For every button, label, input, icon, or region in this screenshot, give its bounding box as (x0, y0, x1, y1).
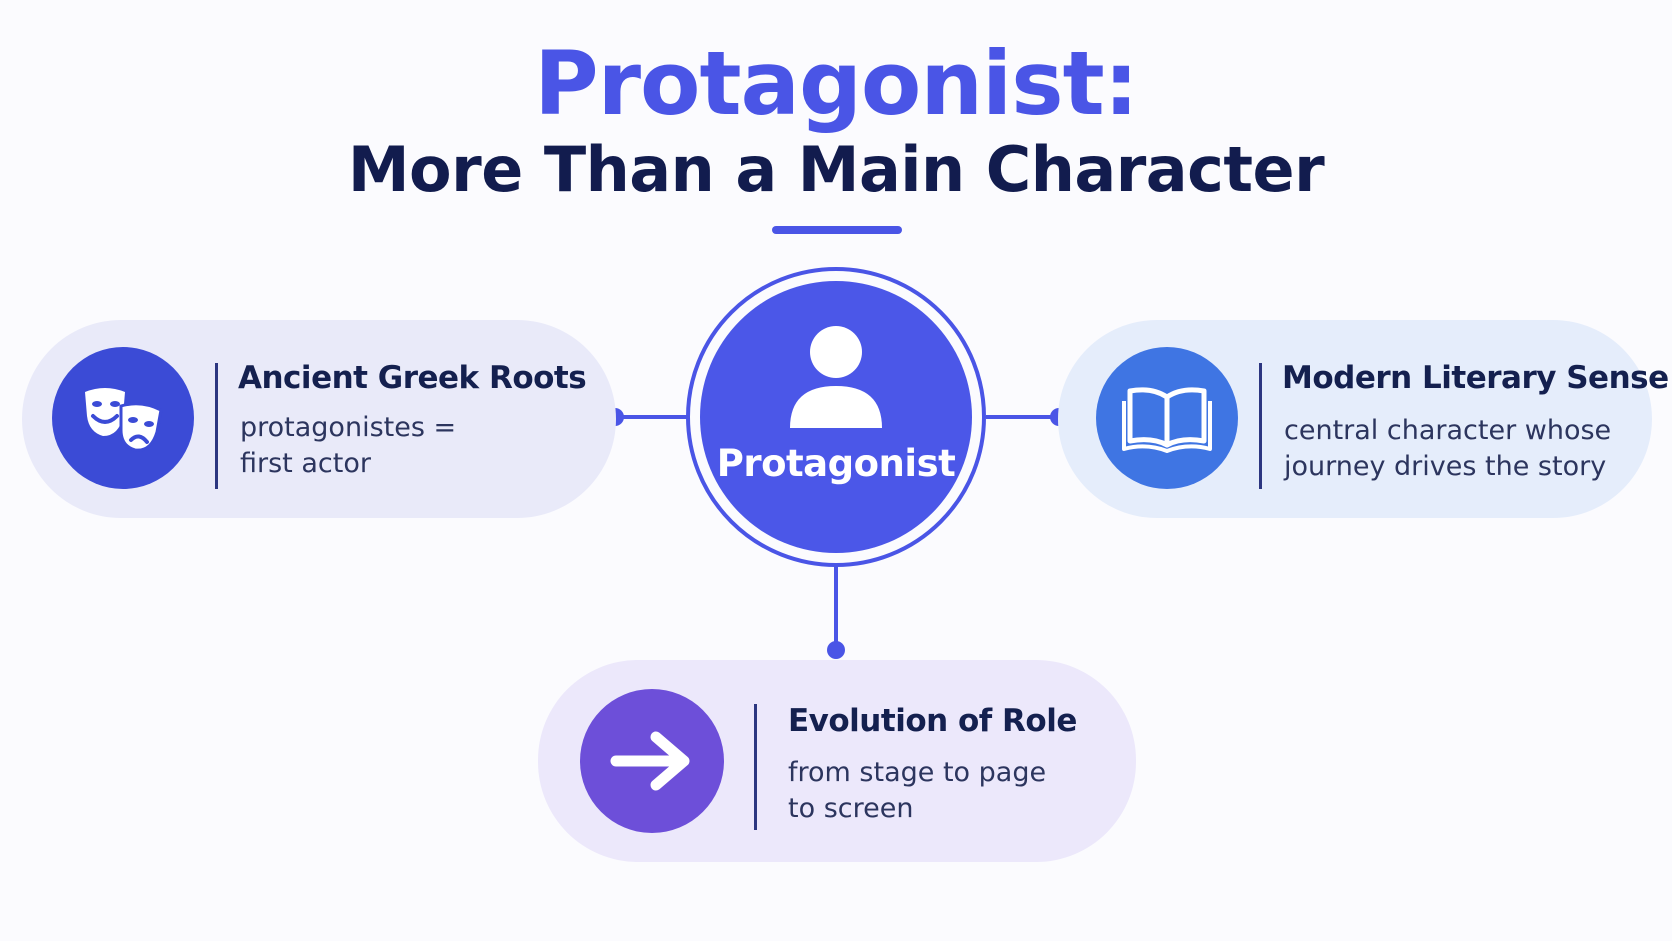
card-description: central character whose journey drives t… (1284, 413, 1644, 485)
card-title: Evolution of Role (788, 703, 1077, 739)
card-text-line: to screen (788, 793, 914, 824)
connector-right (986, 415, 1060, 419)
card-description: protagonistes = first actor (240, 410, 580, 482)
card-description: from stage to page to screen (788, 755, 1108, 827)
card-divider (754, 704, 757, 830)
card-text-line: from stage to page (788, 757, 1047, 788)
card-text-line: protagonistes = (240, 412, 457, 443)
page-subtitle: More Than a Main Character (347, 133, 1325, 206)
card-divider (1259, 363, 1262, 489)
arrow-right-icon (580, 689, 724, 833)
hub-label: Protagonist (716, 442, 956, 485)
card-title: Modern Literary Sense (1282, 360, 1669, 396)
connector-bottom (834, 565, 838, 649)
card-divider (215, 363, 218, 489)
card-evolution-of-role: Evolution of Role from stage to page to … (538, 660, 1136, 862)
open-book-icon (1096, 347, 1238, 489)
card-text-line: central character whose (1284, 415, 1612, 446)
card-modern-literary-sense: Modern Literary Sense central character … (1058, 320, 1669, 518)
page-title: Protagonist: (534, 32, 1139, 135)
title-underline (772, 226, 902, 234)
card-text-line: journey drives the story (1284, 451, 1607, 482)
theater-masks-icon (52, 347, 194, 489)
card-ancient-greek-roots: Ancient Greek Roots protagonistes = firs… (22, 320, 616, 518)
connector-dot-bottom (827, 641, 845, 659)
person-icon (790, 326, 882, 428)
card-title: Ancient Greek Roots (238, 360, 587, 396)
connector-left (614, 415, 688, 419)
card-text-line: first actor (240, 448, 371, 479)
